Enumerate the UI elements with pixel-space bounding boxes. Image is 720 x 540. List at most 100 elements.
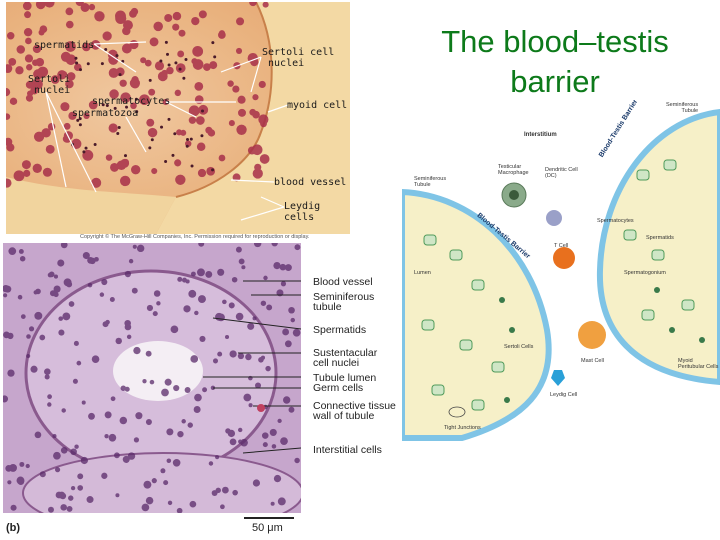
nucleus-dot <box>252 94 259 101</box>
nucleus-dot <box>142 379 147 384</box>
diag-label-seminiferous-left: Seminiferous Tubule <box>414 176 447 188</box>
nucleus-dot <box>188 116 197 124</box>
nucleus-dot <box>130 79 140 89</box>
nucleus-dot <box>47 402 52 407</box>
nucleus-dot <box>172 11 182 21</box>
nucleus-dot <box>54 467 61 473</box>
nucleus-dot <box>265 365 271 372</box>
nucleus-dot <box>70 448 77 456</box>
nucleus-dot <box>232 489 238 496</box>
nucleus-dot <box>122 455 130 463</box>
nucleus-dot <box>215 312 224 321</box>
nucleus-dot <box>215 455 220 460</box>
spermatozoa-dot <box>167 63 171 67</box>
nucleus-dot <box>108 433 117 442</box>
nucleus-dot <box>232 173 241 182</box>
nucleus-dot <box>195 116 205 125</box>
label-leydig-cells: Leydig cells <box>284 201 321 223</box>
nucleus-dot <box>60 504 67 511</box>
testis-histology-image <box>6 2 350 234</box>
nucleus-dot <box>262 432 269 439</box>
nucleus-dot <box>101 279 108 286</box>
nucleus-dot <box>102 31 112 41</box>
nucleus-dot <box>177 50 185 58</box>
spermatozoa-dot <box>166 52 170 56</box>
nucleus-dot <box>104 434 109 439</box>
nucleus-dot <box>129 9 137 18</box>
nucleus-dot <box>277 418 282 424</box>
nucleus-dot <box>161 388 169 397</box>
nucleus-dot <box>6 113 11 120</box>
nucleus-dot <box>162 98 169 106</box>
nucleus-dot <box>109 297 115 303</box>
spermatozoa-dot <box>148 146 152 150</box>
nucleus-dot <box>23 169 31 177</box>
nucleus-dot <box>86 496 94 504</box>
nucleus-dot <box>154 61 165 71</box>
spermatozoa-dot <box>117 126 121 130</box>
nucleus-dot <box>203 63 211 71</box>
nucleus-dot <box>33 131 45 142</box>
spermatozoa-dot <box>123 154 127 158</box>
nucleus-dot <box>20 314 26 319</box>
nucleus-dot <box>206 166 216 176</box>
nucleus-dot <box>172 458 181 467</box>
nucleus-dot <box>80 456 88 465</box>
nucleus-dot <box>16 476 25 485</box>
nucleus-dot <box>25 37 32 45</box>
spermatozoa-dot <box>184 57 188 61</box>
nucleus-dot <box>120 385 127 391</box>
label-tubule-lumen: Tubule lumen <box>313 372 377 384</box>
nucleus-dot <box>87 257 94 264</box>
nucleus-dot <box>196 142 206 152</box>
scale-bar-label: 50 μm <box>252 522 283 534</box>
nucleus-dot <box>187 422 193 428</box>
nucleus-dot <box>60 243 68 249</box>
nucleus-dot <box>68 111 77 120</box>
label-sustentacular-nuclei: Sustentacular cell nuclei <box>313 347 378 369</box>
nucleus-dot <box>198 10 207 19</box>
nucleus-dot <box>47 394 52 400</box>
nucleus-dot <box>153 21 163 32</box>
spermatozoa-dot <box>116 131 120 135</box>
nucleus-dot <box>16 45 26 54</box>
diag-label-t-cell: T Cell <box>554 243 569 249</box>
nucleus-dot <box>124 270 132 278</box>
nucleus-dot <box>108 123 118 133</box>
nucleus-dot <box>153 290 161 297</box>
nucleus-dot <box>145 350 152 357</box>
nucleus-dot <box>3 284 10 293</box>
nucleus-dot <box>80 2 90 12</box>
spermatozoa-dot <box>200 109 204 113</box>
nucleus-dot <box>229 350 237 358</box>
nucleus-dot <box>104 411 112 419</box>
nucleus-dot <box>101 472 108 479</box>
nucleus-dot <box>280 437 288 445</box>
spermatozoa-dot <box>182 76 186 80</box>
label-blood-vessel-top: blood vessel <box>274 177 347 188</box>
spermatozoa-dot <box>135 110 139 114</box>
nucleus-dot <box>77 473 84 480</box>
nucleus-dot <box>252 479 261 487</box>
spermatozoa-dot <box>78 117 82 121</box>
nucleus-dot <box>284 264 292 272</box>
diag-label-interstitium: Interstitium <box>524 132 557 138</box>
nucleus-dot <box>232 85 240 93</box>
nucleus-dot <box>91 355 100 363</box>
spermatozoa-dot <box>167 117 171 121</box>
blood-testis-barrier-diagram: Seminiferous Tubule Interstitium Seminif… <box>402 100 720 540</box>
nucleus-dot <box>227 429 236 438</box>
spermatozoa-dot <box>213 55 217 59</box>
label-interstitial-cells: Interstitial cells <box>313 444 382 456</box>
spermatozoa-dot <box>84 146 88 150</box>
nucleus-dot <box>83 112 90 120</box>
nucleus-dot <box>34 431 42 439</box>
nucleus-dot <box>245 353 252 361</box>
diag-label-tight-junctions: Tight Junctions <box>444 425 481 431</box>
nucleus-dot <box>147 127 158 138</box>
tubule-histology-image <box>3 243 301 513</box>
nucleus-dot <box>280 281 287 287</box>
nucleus-dot <box>6 178 12 188</box>
nucleus-dot <box>144 59 152 67</box>
nucleus-dot <box>141 503 150 512</box>
